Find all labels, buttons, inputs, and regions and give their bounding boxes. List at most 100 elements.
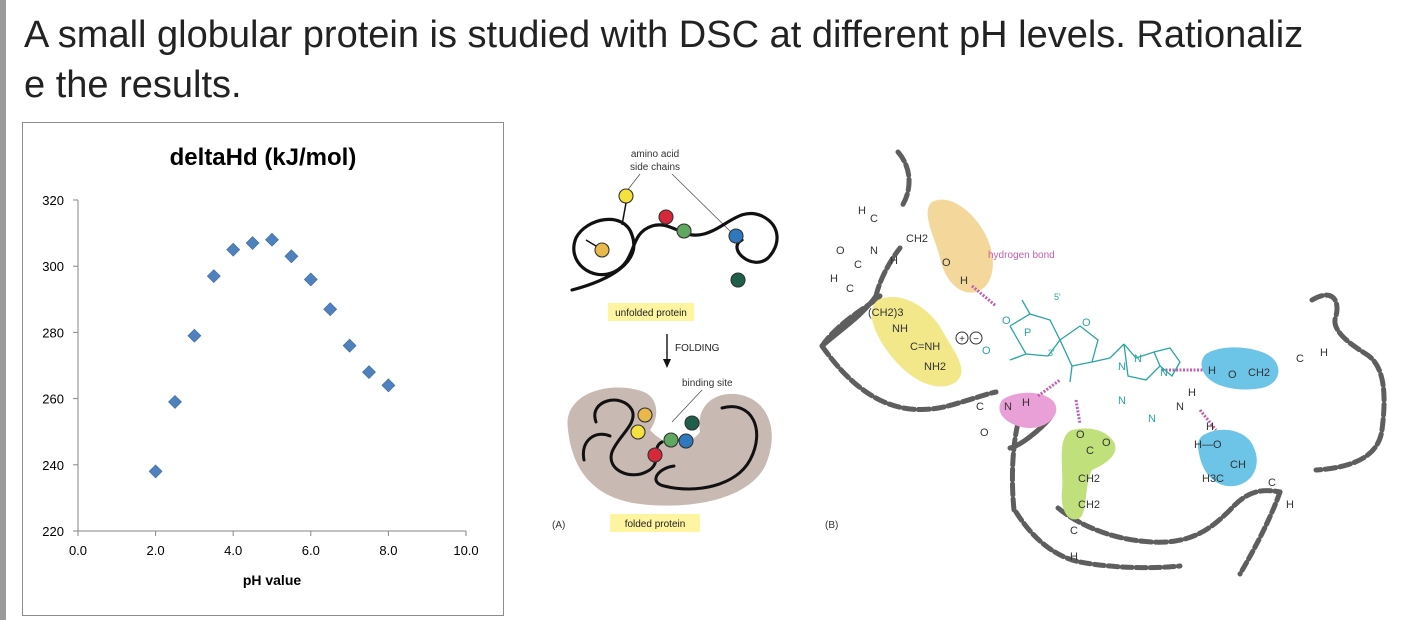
figure-svg: amino acid side chains unfolded protein … xyxy=(552,149,1387,577)
side-chains-label-1: amino acid xyxy=(631,149,679,160)
data-point xyxy=(187,328,202,343)
plus-charge xyxy=(955,331,969,345)
chem-c-green-2: C xyxy=(1070,525,1078,537)
chem-o-4: O xyxy=(836,245,845,257)
x-tick-label: 2.0 xyxy=(147,543,165,558)
side-chain-red xyxy=(658,209,674,225)
chem-ch2-3: (CH2)3 xyxy=(868,307,903,319)
chem-o-3: O xyxy=(1082,317,1091,329)
chem-n-pink: N xyxy=(1004,401,1012,413)
chem-n-blue: N xyxy=(1176,401,1184,413)
chem-o-blue-1: O xyxy=(1228,369,1237,381)
question-line-2: e the results. xyxy=(24,64,242,106)
panel-b-label: (B) xyxy=(825,520,838,531)
chem-o-green-1: O xyxy=(1076,429,1085,441)
pointer-line-2 xyxy=(671,173,733,234)
data-point xyxy=(342,338,357,353)
bound-orange xyxy=(637,407,653,423)
data-point xyxy=(168,394,182,409)
blue-region-1 xyxy=(1201,347,1279,390)
question-text: A small globular protein is studied with… xyxy=(24,10,1404,110)
chem-h-2: H xyxy=(890,255,898,267)
panel-a-label: (A) xyxy=(552,520,565,531)
chem-c-2: C xyxy=(854,259,862,271)
side-chain-blue xyxy=(728,228,744,244)
x-tick-label: 10.0 xyxy=(453,543,478,558)
chem-o-orange: O xyxy=(942,257,951,269)
unfolded-label: unfolded protein xyxy=(615,308,687,319)
protein-folding-figure: amino acid side chains unfolded protein … xyxy=(540,130,1410,590)
chem-ch2-blue: CH2 xyxy=(1248,367,1270,379)
x-axis-label: pH value xyxy=(243,572,302,588)
chem-cnh: C=NH xyxy=(910,341,940,353)
minus-sign: − xyxy=(973,334,979,345)
chem-o-pink: O xyxy=(980,427,989,439)
chem-five-prime: 5' xyxy=(1054,292,1061,302)
data-point xyxy=(265,232,279,247)
hbond-5 xyxy=(1198,409,1218,431)
chem-c-pink: C xyxy=(976,401,984,413)
chem-nh: NH xyxy=(892,323,908,335)
side-chain-orange xyxy=(594,242,610,258)
side-chain-yellow xyxy=(618,188,634,204)
question-line-1: A small globular protein is studied with… xyxy=(24,14,1304,56)
data-point xyxy=(206,269,221,284)
chem-c-green: C xyxy=(1086,445,1094,457)
blue-region-2 xyxy=(1198,429,1257,487)
bound-blue xyxy=(678,433,694,449)
folded-chain xyxy=(581,398,759,491)
unfolded-label-box xyxy=(608,303,694,321)
y-tick-label: 280 xyxy=(42,325,64,340)
bound-red xyxy=(647,447,663,463)
side-chains-label-2: side chains xyxy=(630,162,680,173)
folding-arrow-head xyxy=(663,359,671,368)
stalk-yellow xyxy=(621,202,627,226)
data-points xyxy=(148,232,396,479)
chem-h-blue-2: H xyxy=(1320,347,1328,359)
data-point xyxy=(226,242,241,257)
bound-green xyxy=(663,432,679,448)
left-rule xyxy=(0,0,6,620)
hbond-1 xyxy=(971,284,997,308)
chem-h-blue-4: H xyxy=(1206,421,1214,433)
minus-charge xyxy=(969,331,983,345)
unfolded-chain xyxy=(570,211,779,292)
chem-h-blue-5: H xyxy=(1286,499,1294,511)
plus-sign: + xyxy=(959,334,965,345)
x-tick-label: 8.0 xyxy=(379,543,397,558)
binding-site-label: binding site xyxy=(682,378,733,389)
hbond-3 xyxy=(1074,399,1082,425)
data-point xyxy=(284,249,299,264)
y-tick-label: 320 xyxy=(42,193,64,208)
hbond-2 xyxy=(1037,378,1061,398)
side-chain-darkgreen xyxy=(730,272,746,288)
folding-label: FOLDING xyxy=(675,343,720,354)
backbone-solid-2 xyxy=(1237,489,1283,577)
chem-o-green-2: O xyxy=(1102,437,1111,449)
folded-label: folded protein xyxy=(625,519,686,530)
backbone-solid-3 xyxy=(1013,509,1183,571)
chem-h-pink: H xyxy=(1022,397,1030,409)
backbone-solid-1 xyxy=(819,293,879,349)
chem-ho-blue: H—O xyxy=(1194,439,1222,451)
x-tick-label: 4.0 xyxy=(224,543,242,558)
yellow-region xyxy=(871,296,962,387)
chem-n-adenine-2: N xyxy=(1134,353,1142,365)
chem-nh2: NH2 xyxy=(924,361,946,373)
y-tick-label: 260 xyxy=(42,392,64,407)
hydrogen-bond-label: hydrogen bond xyxy=(988,250,1055,261)
green-region xyxy=(1061,428,1116,520)
backbone-chain xyxy=(819,149,1387,545)
stalk-orange xyxy=(585,239,597,247)
x-tick-label: 0.0 xyxy=(69,543,87,558)
chem-ch2-green-2: CH2 xyxy=(1078,499,1100,511)
chem-ch2-orange: CH2 xyxy=(906,233,928,245)
pink-region xyxy=(999,392,1057,428)
binding-site-pointer xyxy=(671,389,703,423)
chem-o-2: O xyxy=(982,345,991,357)
chem-h3c-blue: H3C xyxy=(1202,473,1224,485)
